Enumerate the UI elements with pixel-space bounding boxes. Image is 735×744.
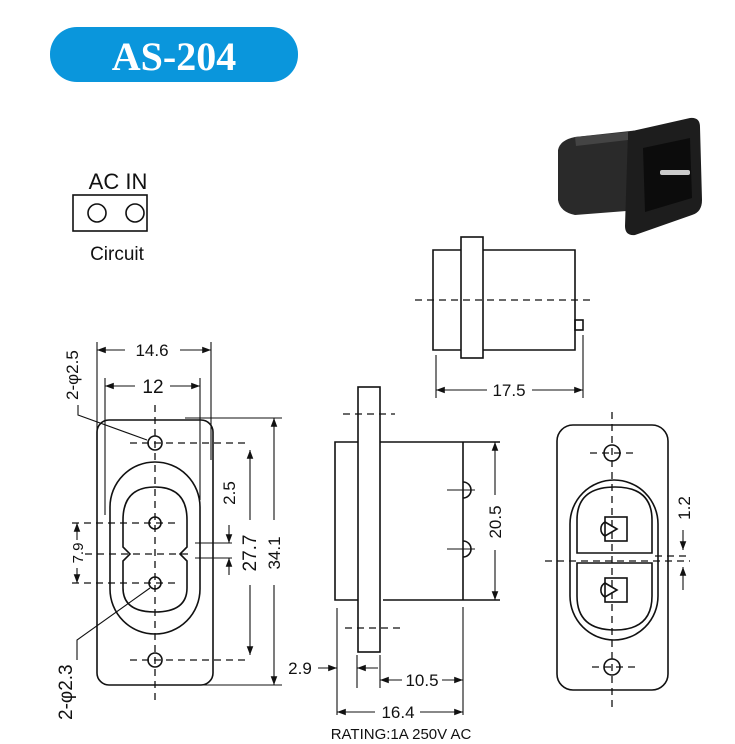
top-view: 17.5 (415, 236, 590, 400)
rating-label: RATING:1A 250V AC (331, 726, 472, 743)
dim-gap: 2.5 (220, 481, 239, 505)
dim-hole-spacing: 27.7 (240, 535, 261, 572)
dim-body-height: 20.5 (486, 505, 505, 538)
rear-view: 1.2 (545, 412, 694, 712)
front-view: 14.6 12 34.1 27.7 2.5 7.9 2-φ2.5 2-φ2.3 (56, 341, 284, 720)
circuit-pin-icon (87, 203, 107, 223)
dim-mount-hole: 2-φ2.5 (63, 350, 82, 400)
circuit-label: Circuit (90, 244, 145, 265)
circuit-ac-in-label: AC IN (89, 169, 148, 194)
circuit-pin-icon (125, 203, 145, 223)
title-badge: AS-204 (50, 27, 298, 82)
dim-flange: 2.9 (288, 659, 312, 678)
dim-pin-hole: 2-φ2.3 (56, 664, 77, 720)
circuit-diagram: AC IN Circuit (72, 169, 148, 265)
dim-total-depth: 16.4 (381, 703, 414, 722)
dim-top-depth: 17.5 (492, 381, 525, 400)
side-view: 20.5 2.9 10.5 16.4 (288, 386, 505, 722)
dim-height-total: 34.1 (265, 536, 284, 569)
dim-width-outer: 14.6 (135, 341, 168, 360)
dim-rear-depth: 10.5 (405, 671, 438, 690)
product-photo (558, 117, 702, 236)
model-title: AS-204 (112, 34, 236, 79)
dim-pin-spacing: 7.9 (70, 543, 87, 564)
dim-width-inner: 12 (142, 377, 163, 398)
dim-offset: 1.2 (675, 496, 694, 520)
